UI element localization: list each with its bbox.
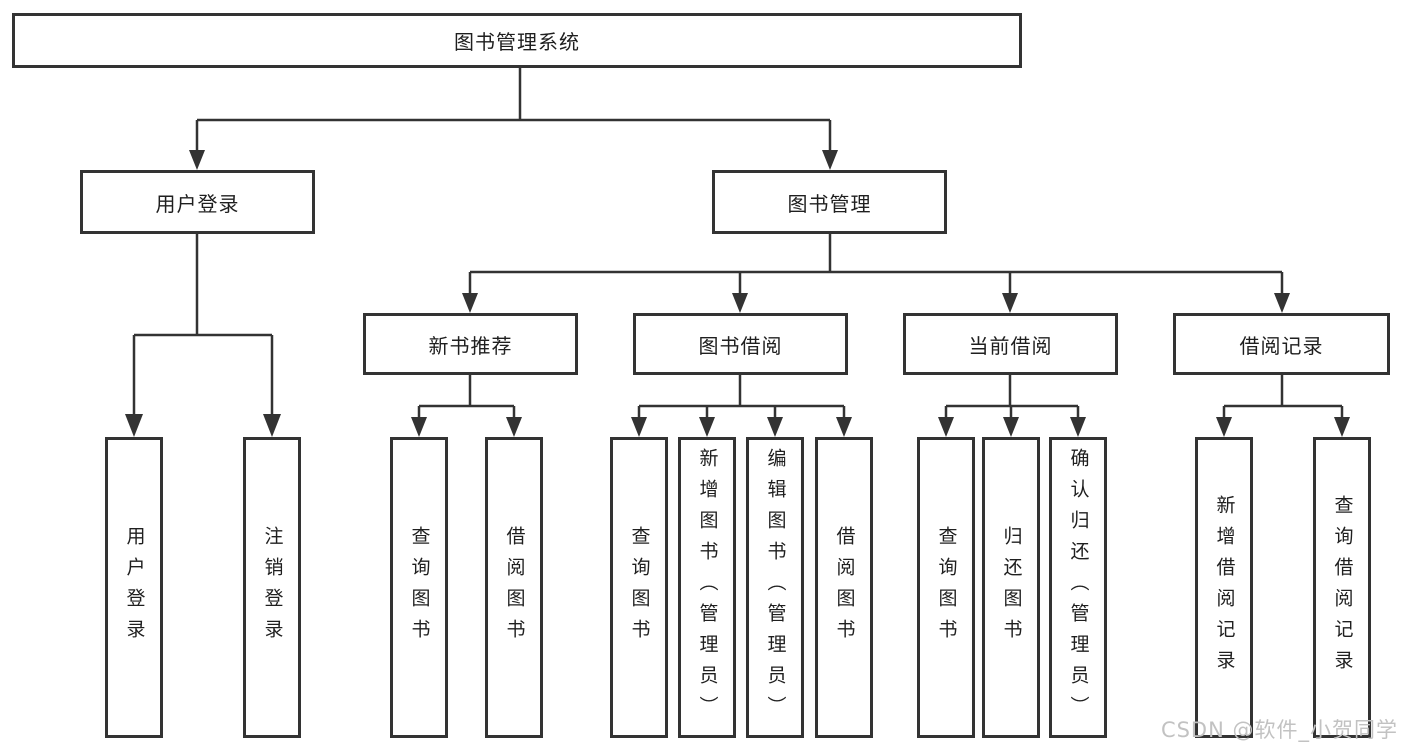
leaf-query-books-current: 查询图书 [917,437,975,738]
node-book-management: 图书管理 [712,170,947,234]
node-user-login: 用户登录 [80,170,315,234]
leaf-add-borrow-record: 新增借阅记录 [1195,437,1253,738]
node-new-book-recommend: 新书推荐 [363,313,578,375]
leaf-query-books-recommend: 查询图书 [390,437,448,738]
leaf-logout: 注销登录 [243,437,301,738]
leaf-query-books-borrow: 查询图书 [610,437,668,738]
leaf-borrow-books: 借阅图书 [815,437,873,738]
leaf-query-borrow-record: 查询借阅记录 [1313,437,1371,738]
leaf-add-book-admin: 新增图书（管理员） [678,437,736,738]
node-current-borrow: 当前借阅 [903,313,1118,375]
leaf-return-books: 归还图书 [982,437,1040,738]
node-root: 图书管理系统 [12,13,1022,68]
leaf-confirm-return-admin: 确认归还（管理员） [1049,437,1107,738]
leaf-user-login: 用户登录 [105,437,163,738]
csdn-watermark: CSDN @软件_小贺同学 [1160,718,1398,742]
leaf-borrow-books-recommend: 借阅图书 [485,437,543,738]
node-book-borrow: 图书借阅 [633,313,848,375]
node-borrow-records: 借阅记录 [1173,313,1390,375]
leaf-edit-book-admin: 编辑图书（管理员） [746,437,804,738]
